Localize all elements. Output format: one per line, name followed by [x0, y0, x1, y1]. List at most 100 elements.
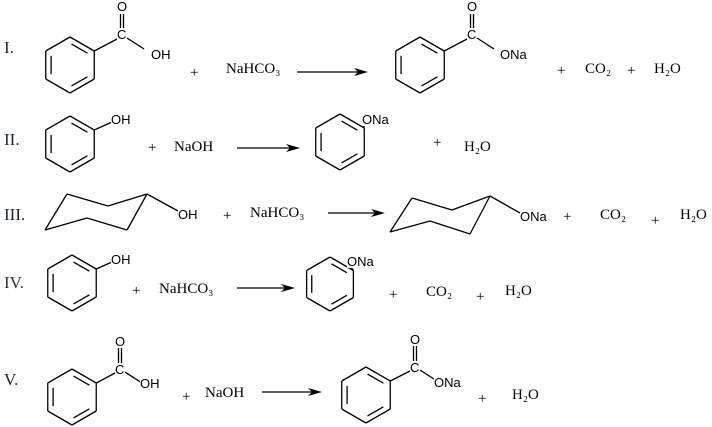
plus-sign: + — [476, 289, 485, 305]
byproduct: H₂O — [512, 387, 539, 403]
reagent: NaHCO₃ — [250, 205, 305, 221]
benzene-bond — [341, 366, 367, 382]
benzene-bond — [395, 36, 421, 52]
benzene-bond — [47, 254, 73, 270]
double-bond — [421, 76, 438, 87]
benzene-bond — [47, 296, 73, 312]
ring-bond — [389, 197, 413, 233]
double-bond — [73, 375, 90, 386]
plus-sign: + — [132, 283, 141, 299]
benzene-bond — [47, 368, 73, 384]
bond — [443, 37, 470, 52]
plus-sign: + — [478, 391, 487, 407]
benzene-bond — [395, 78, 421, 94]
benzene-bond — [69, 157, 95, 173]
double-bond — [71, 155, 88, 166]
plus-sign: + — [148, 140, 157, 156]
arrow-head — [354, 68, 368, 76]
atom-carbon: C — [117, 27, 127, 42]
benzene-bond — [71, 410, 97, 426]
benzene-bond — [339, 155, 365, 171]
reaction-label: V. — [4, 370, 19, 389]
atom-oxygen: O — [115, 334, 126, 349]
atom-hydroxyl: OH — [140, 376, 160, 391]
ring-bond — [389, 220, 431, 233]
arrow-head — [371, 209, 385, 217]
benzene-bond — [45, 115, 71, 131]
benzene-bond — [45, 157, 71, 173]
atom-hydroxyl: OH — [151, 47, 171, 62]
atom-sodium-oxide: ONa — [520, 209, 547, 224]
benzene-bond — [315, 113, 341, 129]
bond — [93, 37, 120, 52]
ring-bond — [44, 193, 68, 231]
byproduct: CO₂ — [600, 207, 627, 223]
plus-sign: + — [627, 63, 636, 79]
arrow-head — [281, 284, 295, 292]
double-bond — [71, 76, 88, 87]
byproduct: CO₂ — [426, 284, 453, 300]
atom-oxygen: O — [117, 0, 128, 14]
atom-carbon: C — [410, 360, 420, 375]
double-bond — [341, 120, 358, 131]
bond — [126, 37, 145, 50]
ring-bond — [44, 217, 88, 231]
atom-hydroxyl: OH — [111, 112, 131, 127]
atom-hydroxyl: OH — [178, 207, 198, 222]
benzene-bond — [329, 256, 354, 272]
byproduct: H₂O — [464, 139, 491, 155]
benzene-bond — [71, 254, 97, 270]
benzene-bond — [69, 36, 95, 52]
benzene-bond — [419, 78, 445, 94]
plus-sign: + — [190, 65, 199, 81]
benzene-bond — [341, 408, 367, 424]
benzene-bond — [47, 410, 73, 426]
ring-bond — [429, 220, 471, 235]
bond — [489, 195, 521, 214]
byproduct: H₂O — [505, 283, 532, 299]
double-bond — [73, 408, 90, 419]
arrow-head — [308, 388, 322, 396]
double-bond — [73, 294, 90, 305]
ring-bond — [66, 193, 109, 207]
arrow-head — [286, 144, 300, 152]
atom-oxygen: O — [410, 332, 421, 347]
benzene-bond — [45, 78, 71, 94]
reagent: NaOH — [174, 139, 214, 155]
byproduct: H₂O — [680, 207, 707, 223]
ring-bond — [411, 197, 453, 211]
bond — [93, 121, 113, 131]
ring-bond — [107, 193, 148, 207]
plus-sign: + — [182, 389, 191, 405]
benzene-bond — [329, 296, 354, 312]
atom-sodium-oxide: ONa — [500, 47, 527, 62]
plus-sign: + — [557, 63, 566, 79]
benzene-bond — [71, 368, 97, 384]
benzene-bond — [306, 296, 331, 312]
plus-sign: + — [651, 213, 660, 229]
bond — [95, 261, 113, 270]
bond — [95, 371, 118, 384]
plus-sign: + — [223, 208, 232, 224]
plus-sign: + — [389, 287, 398, 303]
atom-carbon: C — [115, 362, 125, 377]
plus-sign: + — [433, 135, 442, 151]
ring-bond — [86, 217, 128, 231]
bond — [476, 37, 495, 50]
atom-sodium-oxide: ONa — [347, 254, 374, 269]
double-bond — [71, 43, 88, 54]
reaction-label: IV. — [4, 273, 24, 292]
benzene-bond — [365, 366, 391, 382]
double-bond — [73, 261, 90, 272]
double-bond — [71, 122, 88, 133]
reaction-label: I. — [4, 38, 14, 57]
benzene-bond — [419, 36, 445, 52]
atom-hydroxyl: OH — [111, 252, 131, 267]
reagent: NaHCO₃ — [159, 281, 214, 297]
benzene-bond — [365, 408, 391, 424]
double-bond — [331, 263, 348, 274]
byproduct: CO₂ — [585, 61, 612, 77]
benzene-bond — [71, 296, 97, 312]
